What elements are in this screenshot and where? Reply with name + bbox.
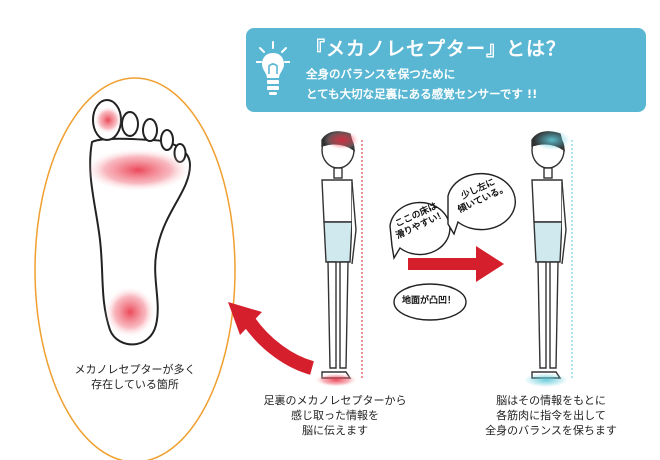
curved-arrow-to-foot [242, 315, 315, 375]
sole-highlight-right [524, 373, 568, 387]
banner-subtitle-line1: 全身のバランスを保つために [306, 67, 456, 81]
banner-subtitle-line2: とても大切な足裏にある感覚センサーです !! [306, 87, 538, 101]
foot-caption-line2: 存在している箇所 [91, 378, 179, 391]
right-caption: 脳はその情報をもとに 各筋肉に指令を出して 全身のバランスを保ちます [476, 393, 626, 438]
person-sensing [321, 131, 357, 379]
person-balanced [531, 131, 567, 379]
center-caption-line2: 感じ取った情報を [291, 409, 379, 422]
banner-title: 『メカノレセプター』とは？ [306, 38, 567, 60]
foot-caption: メカノレセプターが多く 存在している箇所 [60, 362, 210, 392]
lightbulb-icon [256, 41, 290, 95]
curved-arrow-head [228, 302, 262, 335]
hotspot-big-toe [94, 106, 122, 134]
foot-panel-outline [34, 77, 236, 460]
foot-caption-line1: メカノレセプターが多く [74, 363, 196, 376]
right-caption-line3: 全身のバランスを保ちます [485, 424, 617, 437]
center-caption-line3: 脳に伝えます [302, 424, 368, 437]
center-caption-line1: 足裏のメカノレセプターから [263, 394, 407, 407]
head-highlight-right [534, 130, 570, 150]
right-caption-line2: 各筋肉に指令を出して [496, 409, 606, 422]
center-caption: 足裏のメカノレセプターから 感じ取った情報を 脳に伝えます [250, 393, 420, 438]
sole-highlight-center [314, 373, 358, 387]
hotspot-heel [104, 286, 156, 338]
bubble-uneven-ground: 地面が凸凹！ [402, 296, 457, 306]
right-caption-line1: 脳はその情報をもとに [496, 394, 606, 407]
head-highlight-center [324, 130, 360, 150]
speech-bubbles [389, 172, 516, 321]
hotspot-ball [83, 148, 193, 192]
center-arrow [408, 246, 504, 282]
info-banner: 『メカノレセプター』とは？ 全身のバランスを保つために とても大切な足裏にある感… [246, 28, 646, 112]
